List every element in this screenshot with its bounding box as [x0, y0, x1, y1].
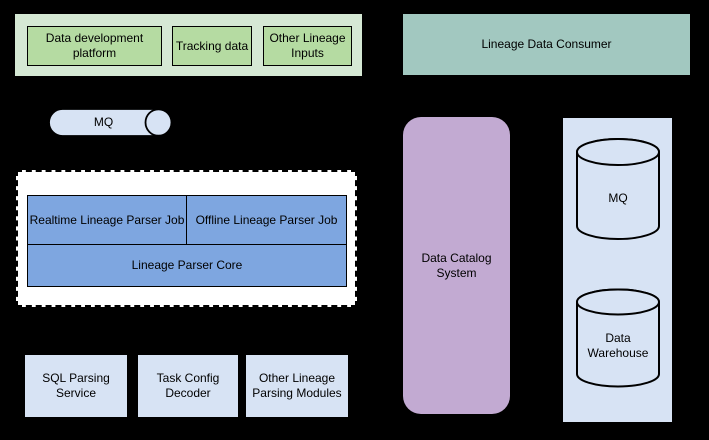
- node-label: MQ: [608, 190, 628, 205]
- node-data-catalog-system: Data Catalog System: [403, 117, 510, 414]
- node-label: Data Catalog System: [421, 250, 492, 280]
- node-label: SQL Parsing Service: [42, 371, 110, 400]
- node-data-development-platform: Data development platform: [27, 26, 162, 66]
- node-other-lineage-parsing-modules: Other Lineage Parsing Modules: [246, 355, 348, 417]
- node-label: Other Lineage Parsing Modules: [252, 371, 342, 400]
- node-data-warehouse: Data Warehouse: [575, 288, 661, 388]
- node-lineage-data-consumer: Lineage Data Consumer: [403, 14, 690, 75]
- node-label: Data Warehouse: [587, 331, 649, 360]
- node-offline-lineage-parser-job: Offline Lineage Parser Job: [186, 195, 347, 245]
- horizontal-cylinder-icon: [48, 108, 173, 137]
- node-lineage-parser-core: Lineage Parser Core: [27, 244, 347, 287]
- node-label: MQ: [93, 115, 114, 129]
- node-other-lineage-inputs: Other Lineage Inputs: [263, 26, 352, 66]
- node-label: Lineage Data Consumer: [481, 37, 612, 51]
- cylinder-icon: [576, 138, 660, 240]
- node-realtime-lineage-parser-job: Realtime Lineage Parser Job: [27, 195, 187, 245]
- node-task-config-decoder: Task Config Decoder: [138, 355, 238, 417]
- node-label: Realtime Lineage Parser Job: [29, 212, 185, 227]
- node-label: Offline Lineage Parser Job: [195, 212, 338, 227]
- node-label: Tracking data: [175, 38, 249, 53]
- node-mq-store: MQ: [575, 137, 661, 241]
- node-tracking-data: Tracking data: [172, 26, 252, 66]
- node-label: Task Config Decoder: [156, 371, 220, 400]
- node-sql-parsing-service: SQL Parsing Service: [25, 355, 127, 417]
- node-mq-queue: MQ: [48, 108, 173, 137]
- node-label: Lineage Parser Core: [131, 258, 243, 272]
- node-label: Data development platform: [45, 31, 144, 60]
- cylinder-icon: [576, 288, 660, 388]
- node-label: Other Lineage Inputs: [269, 31, 346, 60]
